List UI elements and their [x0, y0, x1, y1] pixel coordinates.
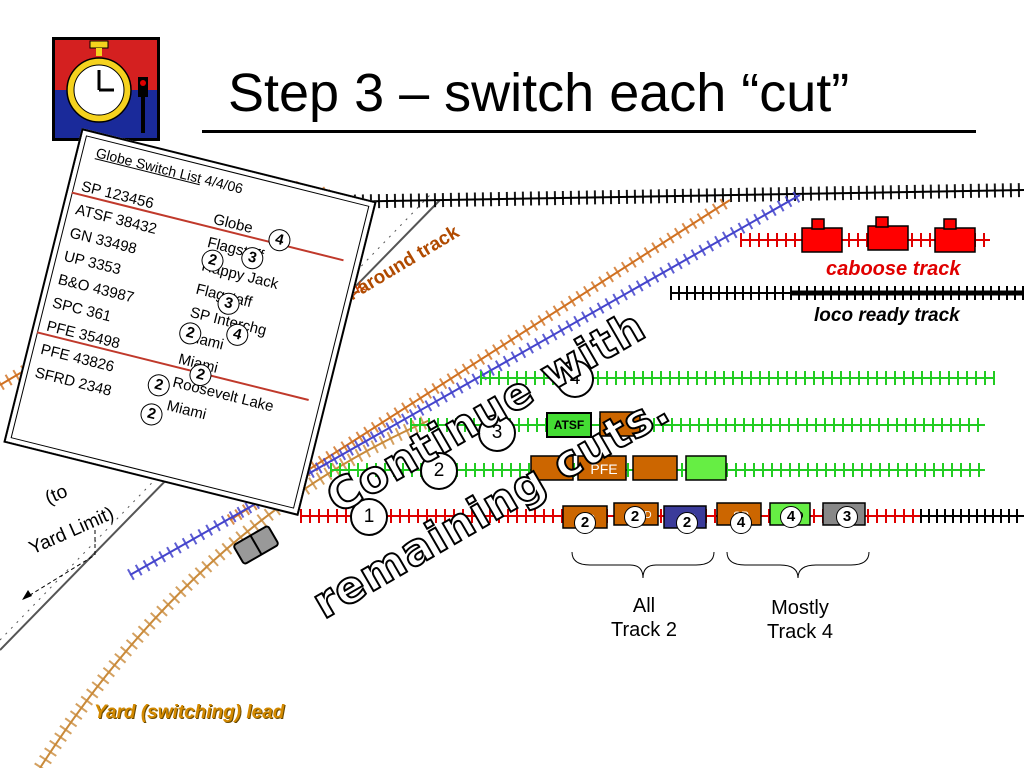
car-pfe: PFE	[590, 461, 618, 477]
group-left-line2: Track 2	[611, 619, 677, 641]
track-mark: 2	[138, 401, 165, 428]
ladder-track	[127, 189, 803, 581]
track-number-4: 4	[556, 360, 594, 398]
car-atsf: ATSF	[546, 412, 592, 438]
slide-title: Step 3 – switch each “cut”	[228, 63, 850, 123]
car-track-mark: 3	[836, 506, 858, 528]
group-label-right: Mostly Track 4	[745, 596, 855, 644]
yard-lead-track	[34, 413, 433, 768]
group-left-line1: All	[632, 595, 656, 617]
yard-lead-label: Yard (switching) lead	[94, 702, 285, 723]
group-braces	[571, 551, 870, 579]
track-number-1: 1	[350, 498, 388, 536]
track-mark: 4	[266, 226, 293, 254]
group-right-line1: Mostly	[771, 597, 829, 619]
car-track-mark: 4	[780, 506, 802, 528]
switch-list-date: 4/4/06	[199, 170, 245, 197]
car-track-mark: 4	[730, 512, 752, 534]
track-number-2: 2	[420, 452, 458, 490]
yard-limit-leader	[21, 530, 96, 601]
switch-engine	[233, 525, 279, 565]
car-track-mark: 2	[574, 512, 596, 534]
group-label-left: All Track 2	[592, 594, 696, 642]
car-track-mark: 2	[624, 506, 646, 528]
cars-track-2	[530, 455, 727, 481]
list-dest: Miami	[165, 397, 209, 424]
caboose-track-label: caboose track	[826, 258, 961, 280]
track-mark: 2	[145, 371, 173, 399]
track-number-3: 3	[478, 414, 516, 452]
loco-ready-track-label: loco ready track	[814, 305, 960, 326]
cars-track-3	[599, 411, 641, 437]
stopwatch-signal-logo	[52, 37, 160, 141]
cabooses	[801, 216, 976, 253]
car-track-mark: 2	[676, 512, 698, 534]
title-underline	[202, 130, 976, 133]
group-right-line2: Track 4	[767, 621, 833, 643]
